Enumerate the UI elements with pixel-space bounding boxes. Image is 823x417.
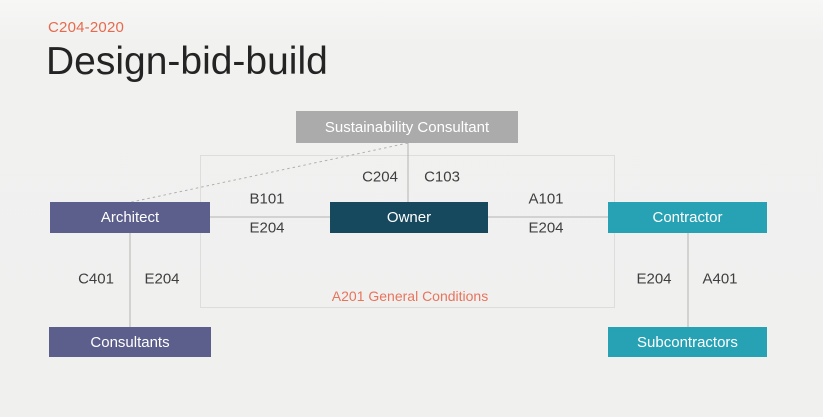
node-subcontractors: Subcontractors: [608, 327, 767, 357]
edge-label-c204: C204: [362, 168, 398, 186]
edge-sustainability-architect-dashed: [126, 142, 409, 204]
edge-label-c401: C401: [78, 270, 114, 288]
node-label: Owner: [386, 209, 432, 226]
edge-label-c103: C103: [424, 168, 460, 186]
edge-label-e204-architect-owner: E204: [249, 219, 285, 237]
edge-label-a401: A401: [702, 270, 738, 288]
slide-title: Design-bid-build: [46, 40, 328, 83]
edge-label-b101: B101: [249, 190, 285, 208]
edge-label-e204-architect-consultants: E204: [144, 270, 180, 288]
edge-label-e204-contractor-subcontractors: E204: [636, 270, 672, 288]
node-sustainability-consultant: Sustainability Consultant: [296, 111, 518, 143]
edge-label-a101: A101: [528, 190, 564, 208]
node-owner: Owner: [330, 202, 488, 233]
node-architect: Architect: [50, 202, 210, 233]
node-label: Architect: [100, 209, 160, 226]
node-label: Sustainability Consultant: [324, 118, 490, 136]
node-contractor: Contractor: [608, 202, 767, 233]
node-label: Consultants: [90, 333, 170, 351]
edge-label-e204-owner-contractor: E204: [528, 219, 564, 237]
contract-code-eyebrow: C204-2020: [48, 19, 125, 36]
node-consultants: Consultants: [49, 327, 211, 357]
general-conditions-label: A201 General Conditions: [331, 288, 489, 304]
node-label: Contractor: [652, 209, 723, 226]
node-label: Subcontractors: [637, 333, 738, 351]
